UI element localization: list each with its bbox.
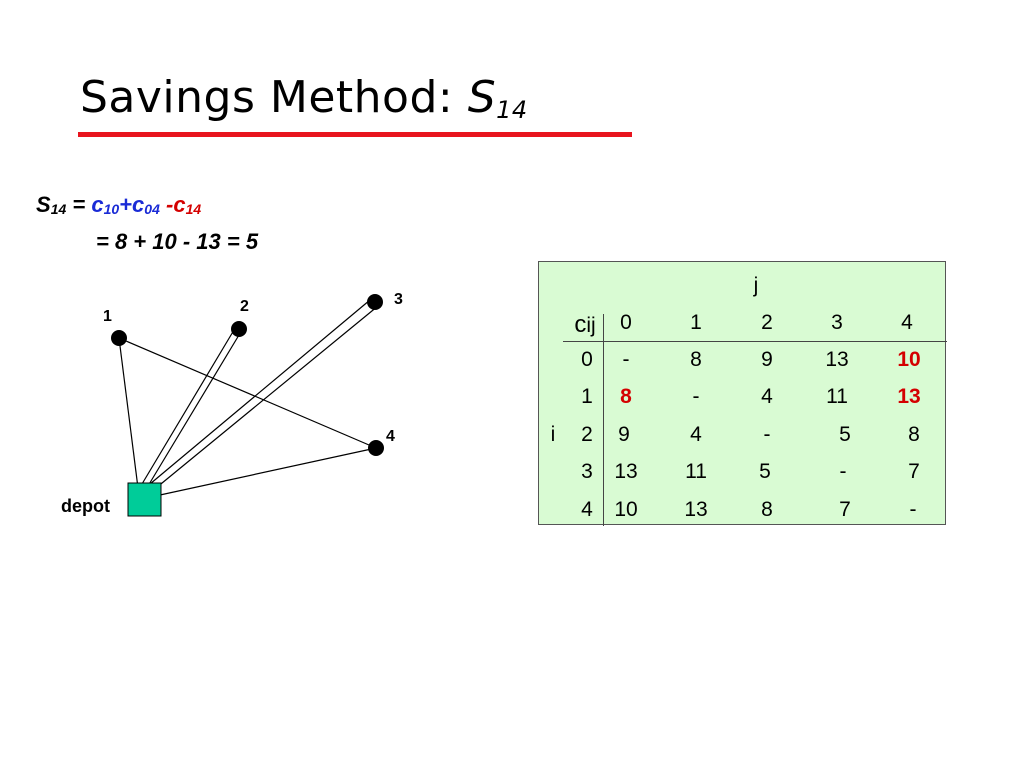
formula-c10: c xyxy=(91,192,104,217)
node-label-4: 4 xyxy=(386,428,395,445)
title-text: Savings Method: xyxy=(80,72,468,123)
matrix-corner-label: cij xyxy=(574,311,595,339)
col-header-4: 4 xyxy=(901,311,913,334)
customer-node-2 xyxy=(231,321,247,337)
cell-4-1: 13 xyxy=(684,498,708,521)
formula-c14: c xyxy=(173,192,186,217)
corner-ij: ij xyxy=(586,314,596,337)
cell-1-2: 4 xyxy=(761,385,773,408)
cell-0-0: - xyxy=(622,348,630,371)
formula-s-sub: 14 xyxy=(50,201,67,217)
node-label-1: 1 xyxy=(103,308,112,325)
formula-evaluation: = 8 + 10 - 13 = 5 xyxy=(96,229,259,254)
customer-node-1 xyxy=(111,330,127,346)
edge-1-4 xyxy=(118,337,377,449)
matrix-i-label: i xyxy=(550,423,556,446)
cell-0-4-highlight: 10 xyxy=(897,348,921,371)
customer-node-4 xyxy=(368,440,384,456)
edge-depot-2-b xyxy=(147,329,243,487)
cell-0-1: 8 xyxy=(690,348,702,371)
cell-2-3: 5 xyxy=(839,423,851,446)
diagram-edges xyxy=(118,299,379,496)
col-header-0: 0 xyxy=(620,311,632,334)
cell-0-2: 9 xyxy=(761,348,773,371)
formula-minus: - xyxy=(159,192,174,217)
formula-equals: = xyxy=(66,192,92,217)
edge-depot-4 xyxy=(159,447,377,496)
cell-4-2: 8 xyxy=(761,498,773,521)
edge-depot-3-a xyxy=(149,299,371,485)
node-label-2: 2 xyxy=(240,298,249,315)
cell-4-3: 7 xyxy=(839,498,851,521)
edge-depot-2-a xyxy=(141,329,235,485)
col-header-3: 3 xyxy=(831,311,843,334)
cell-3-3: - xyxy=(839,460,847,483)
cell-1-3: 11 xyxy=(826,385,848,408)
formula-c14-sub: 14 xyxy=(185,201,202,217)
col-header-2: 2 xyxy=(761,311,773,334)
depot-node xyxy=(127,482,162,517)
formula-c04: c xyxy=(132,192,145,217)
row-header-1: 1 xyxy=(581,385,593,408)
edge-depot-3-b xyxy=(155,305,379,489)
cell-1-4-highlight: 13 xyxy=(897,385,921,408)
row-header-3: 3 xyxy=(581,460,593,483)
cell-3-0: 13 xyxy=(614,460,638,483)
formula-c04-sub: 04 xyxy=(144,201,160,217)
cell-3-1: 11 xyxy=(685,460,707,483)
customer-node-3 xyxy=(367,294,383,310)
matrix-j-label: j xyxy=(753,274,759,297)
title-symbol: S xyxy=(467,72,497,123)
cell-2-2: - xyxy=(763,423,771,446)
cell-4-4: - xyxy=(909,498,917,521)
node-label-depot: depot xyxy=(61,496,110,516)
row-header-2: 2 xyxy=(581,423,593,446)
cell-2-1: 4 xyxy=(690,423,702,446)
cell-1-1: - xyxy=(692,385,700,408)
row-header-0: 0 xyxy=(581,348,593,371)
cell-3-2: 5 xyxy=(759,460,771,483)
cell-2-0: 9 xyxy=(618,423,630,446)
cost-matrix: j cij i 0 1 2 3 4 0 1 2 3 4 - 8 9 13 10 … xyxy=(538,261,947,526)
matrix-row-divider xyxy=(603,314,604,526)
row-header-4: 4 xyxy=(581,498,593,521)
cell-3-4: 7 xyxy=(908,460,920,483)
cell-1-0-highlight: 8 xyxy=(620,385,632,408)
cell-2-4: 8 xyxy=(908,423,920,446)
cell-4-0: 10 xyxy=(614,498,638,521)
formula-c10-sub: 10 xyxy=(103,201,120,217)
corner-c: c xyxy=(574,311,587,338)
matrix-header-divider xyxy=(563,341,947,342)
cell-0-3: 13 xyxy=(825,348,849,371)
savings-formula: S14 = c10+c04 -c14 xyxy=(36,192,201,218)
formula-plus: + xyxy=(119,192,133,217)
col-header-1: 1 xyxy=(690,311,702,334)
title-subscript: 14 xyxy=(496,96,528,124)
formula-s: S xyxy=(36,192,51,217)
slide-title: Savings Method: S14 xyxy=(80,72,528,124)
edge-depot-1 xyxy=(118,337,139,489)
title-underline xyxy=(78,132,632,137)
node-label-3: 3 xyxy=(394,291,403,308)
